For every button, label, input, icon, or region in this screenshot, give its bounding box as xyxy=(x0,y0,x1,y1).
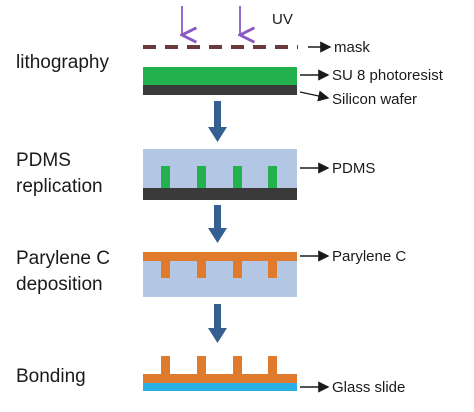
silicon-wafer-layer xyxy=(143,85,297,95)
flow-arrow-head-2 xyxy=(208,228,227,243)
wafer-callout-arrow xyxy=(299,90,330,102)
su8-photoresist-layer xyxy=(143,67,297,85)
glass-slide-layer xyxy=(143,383,297,391)
su8-feature xyxy=(233,166,242,188)
parylene-label: Parylene C xyxy=(332,248,406,265)
parylene-post xyxy=(233,261,242,278)
su8-label: SU 8 photoresist xyxy=(332,67,444,84)
silicon-wafer-layer xyxy=(143,188,297,200)
parylene-post xyxy=(233,356,242,374)
parylene-film xyxy=(143,374,297,383)
glass-label: Glass slide xyxy=(332,379,405,396)
step-label-lithography: lithography xyxy=(16,52,109,73)
su8-feature xyxy=(268,166,277,188)
step-label-pdms-line1: PDMS xyxy=(16,150,71,171)
parylene-post xyxy=(268,356,277,374)
wafer-label: Silicon wafer xyxy=(332,91,417,108)
step-label-pdms-line2: replication xyxy=(16,176,103,197)
flow-arrow-head-3 xyxy=(208,328,227,343)
su8-feature xyxy=(197,166,206,188)
uv-label: UV xyxy=(272,11,293,28)
flow-arrow-shaft-1 xyxy=(214,101,221,129)
flow-arrow-head-1 xyxy=(208,127,227,142)
pdms-label: PDMS xyxy=(332,160,375,177)
step-label-bonding: Bonding xyxy=(16,366,86,387)
parylene-post xyxy=(268,261,277,278)
parylene-film xyxy=(143,252,297,261)
flow-arrow-shaft-3 xyxy=(214,304,221,330)
parylene-post xyxy=(197,261,206,278)
flow-arrow-shaft-2 xyxy=(214,205,221,230)
parylene-post xyxy=(161,261,170,278)
parylene-post xyxy=(197,356,206,374)
step-label-parylene-line1: Parylene C xyxy=(16,248,110,269)
step-label-parylene-line2: deposition xyxy=(16,274,103,295)
su8-feature xyxy=(161,166,170,188)
parylene-post xyxy=(161,356,170,374)
mask-label: mask xyxy=(334,39,370,56)
